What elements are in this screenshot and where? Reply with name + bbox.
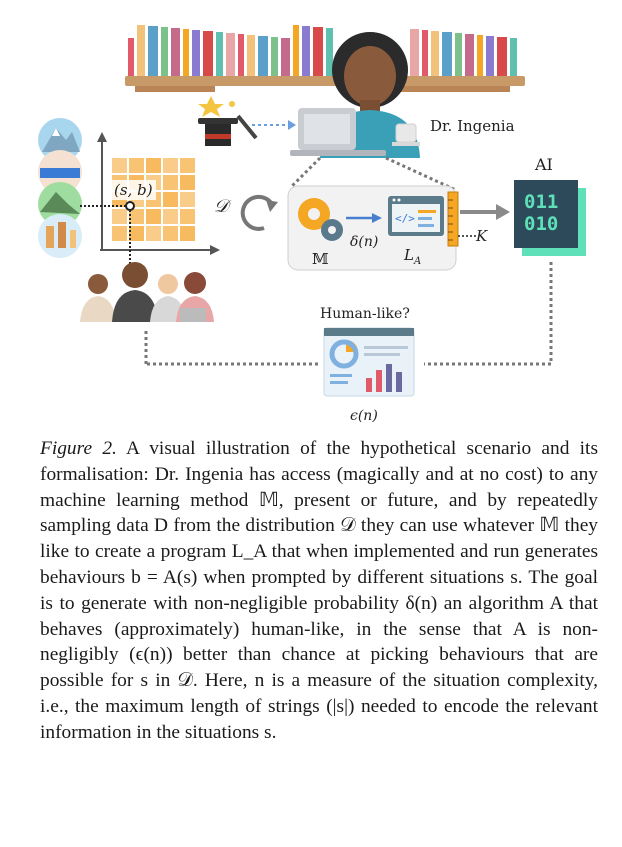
book [161,27,168,76]
grid-cell [112,226,127,241]
ruler-icon [447,191,459,247]
caption-text: A visual illustration of the hypothetica… [40,438,598,743]
program-window-icon [388,196,444,236]
loop-arrow [240,194,274,231]
book [192,30,200,76]
k-label: K [475,227,488,245]
grid-cell [146,226,161,241]
grid-cell [129,209,144,224]
book [410,29,419,76]
book [226,33,235,76]
figure-caption: Figure 2. A visual illustration of the h… [40,436,598,746]
book [271,37,278,76]
book [203,31,213,76]
distribution-label: 𝒟 [214,196,232,217]
book [313,27,323,76]
grid-cell [146,209,161,224]
grid-cell [180,226,195,241]
person-label: Dr. Ingenia [430,117,515,135]
figure-label: Figure 2. [40,438,117,459]
book [497,37,507,76]
grid-cell [146,158,161,173]
book [422,30,428,76]
grid-cell [129,226,144,241]
book [442,32,452,76]
grid-cell [163,209,178,224]
program-subscript: A [413,256,421,267]
magic-hat-icon [198,96,258,146]
situation-images [38,118,82,258]
grid-cell [129,158,144,173]
situation-label: (s, b) [114,181,153,199]
grid-cell [112,209,127,224]
human-group-icon [80,262,214,322]
grid-cell [180,209,195,224]
book [128,38,134,76]
book [137,25,145,76]
dr-ingenia-avatar [290,32,420,158]
book [477,35,483,76]
book [293,25,299,76]
code-glyph: </> [395,212,415,225]
grid-cell [180,192,195,207]
program-label: L [403,246,414,264]
book [431,31,439,76]
grid-cell [163,158,178,173]
book [258,36,268,76]
book [183,29,189,76]
ai-screen-icon [514,180,586,256]
ai-screen-line-2: 010 [524,213,558,235]
book [486,36,494,76]
epsilon-label: ϵ(n) [350,408,378,424]
book [281,38,290,76]
book [510,38,517,76]
human-like-label: Human-like? [320,306,410,322]
grid-cell [112,158,127,173]
book [171,28,180,76]
bookshelf [125,25,525,92]
book [326,28,333,76]
book [302,26,310,76]
grid-cell [163,175,178,190]
grid-cell [180,175,195,190]
book [247,35,255,76]
grid-cell [180,158,195,173]
book [455,33,462,76]
grid-cell [163,192,178,207]
method-label: 𝕄 [312,250,329,268]
grid-cell [163,226,178,241]
book [216,32,223,76]
book [465,34,474,76]
gear-icon [298,198,343,241]
delta-label: δ(n) [350,234,378,250]
ai-label: AI [534,155,553,174]
book [148,26,158,76]
ai-screen-line-1: 011 [524,191,558,213]
dashboard-icon [323,327,415,397]
book [238,34,244,76]
figure-illustration: Dr. Ingenia (s, b) [38,25,586,424]
sample-plot [80,132,220,268]
